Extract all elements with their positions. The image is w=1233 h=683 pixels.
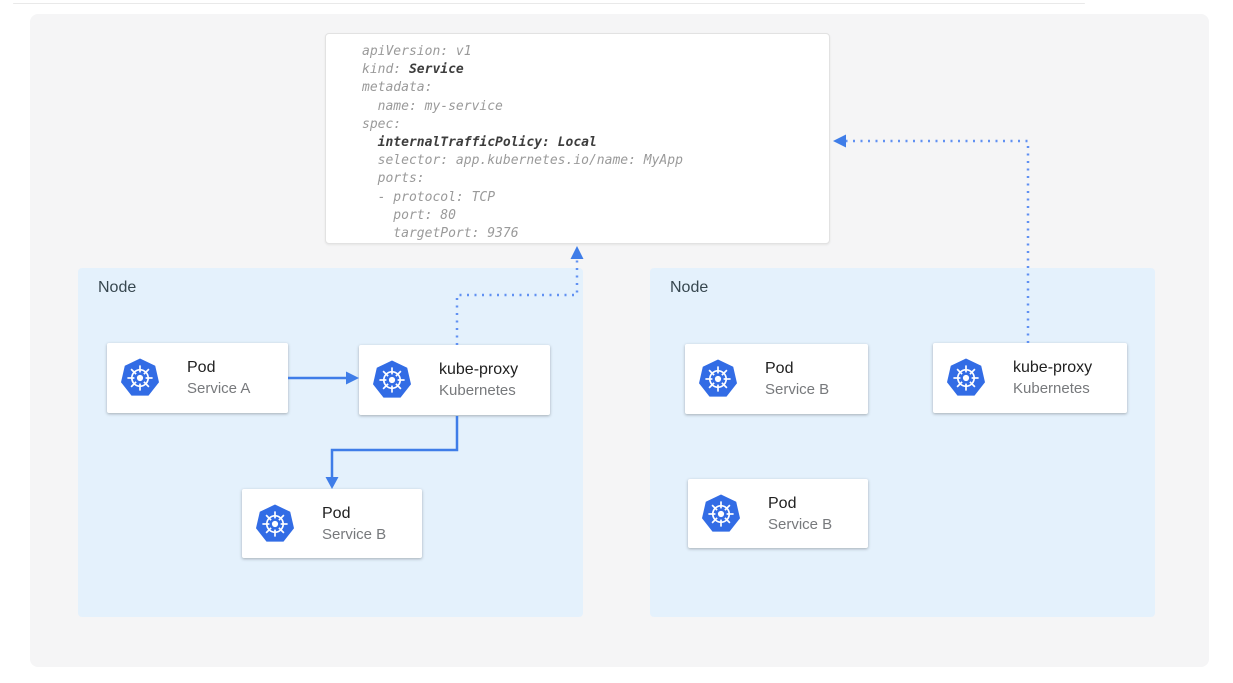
yaml-line: ports: <box>362 171 425 187</box>
yaml-line: internalTrafficPolicy: Local <box>377 135 597 151</box>
card-pod-service-b-left: Pod Service B <box>242 489 422 558</box>
yaml-line: kind: Service <box>362 62 464 78</box>
card-kube-proxy-left: kube-proxy Kubernetes <box>359 345 550 415</box>
card-subtitle: Service B <box>765 381 830 398</box>
kubernetes-icon <box>946 357 986 398</box>
service-manifest-card: apiVersion: v1 kind: Service metadata: n… <box>325 33 830 244</box>
card-subtitle: Service B <box>322 525 387 543</box>
card-subtitle: Kubernetes <box>1013 380 1090 397</box>
node-left: Node <box>78 268 583 617</box>
card-pod-service-b-right-top: Pod Service B <box>685 344 868 414</box>
yaml-line: apiVersion: v1 <box>362 44 472 59</box>
yaml-line: metadata: <box>362 80 433 96</box>
card-subtitle: Service B <box>768 515 833 533</box>
kubernetes-icon <box>698 358 738 399</box>
yaml-line: name: my-service <box>362 98 503 114</box>
yaml-line: port: 80 <box>362 207 456 223</box>
yaml-line: selector: app.kubernetes.io/name: MyApp <box>362 153 683 169</box>
card-pod-service-a: Pod Service A <box>107 343 288 413</box>
card-title: kube-proxy <box>1013 359 1093 376</box>
card-title: Pod <box>187 359 216 376</box>
card-title: kube-proxy <box>439 361 519 378</box>
node-right: Node <box>650 268 1155 617</box>
card-subtitle: Kubernetes <box>439 382 516 399</box>
node-label: Node <box>98 279 137 296</box>
card-title: Pod <box>768 494 797 512</box>
kubernetes-icon <box>701 493 741 534</box>
service-manifest-code: apiVersion: v1 kind: Service metadata: n… <box>362 43 683 243</box>
kubernetes-icon <box>120 357 160 398</box>
top-divider-line <box>13 3 1085 4</box>
card-title: Pod <box>322 504 351 522</box>
card-kube-proxy-right: kube-proxy Kubernetes <box>933 343 1127 413</box>
kubernetes-icon <box>372 359 412 400</box>
node-label: Node <box>670 279 709 296</box>
yaml-line: targetPort: 9376 <box>362 226 519 242</box>
card-pod-service-b-right-bottom: Pod Service B <box>688 479 868 548</box>
yaml-line: - protocol: TCP <box>362 189 496 205</box>
card-title: Pod <box>765 360 794 377</box>
yaml-line: spec: <box>362 116 402 132</box>
kubernetes-icon <box>255 503 295 544</box>
card-subtitle: Service A <box>187 380 251 397</box>
